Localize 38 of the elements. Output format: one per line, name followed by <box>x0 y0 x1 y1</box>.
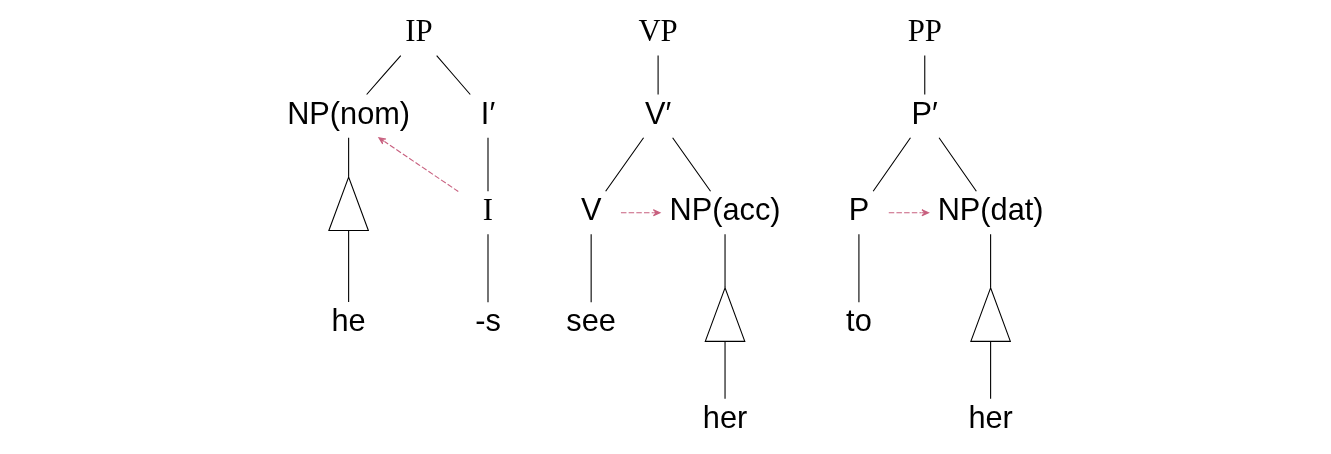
connector <box>924 55 926 96</box>
connector <box>348 230 350 303</box>
arrow <box>888 209 930 217</box>
node-text: he <box>331 303 366 339</box>
node-text: NP(acc) <box>669 192 781 228</box>
node-text: I <box>482 193 494 228</box>
node-text: PP <box>907 14 942 49</box>
node-text: P <box>848 192 870 228</box>
node-text: her <box>968 399 1013 435</box>
arrow <box>378 137 459 193</box>
connector <box>872 137 911 192</box>
node-triangle <box>704 286 746 342</box>
connector <box>605 137 645 192</box>
connector <box>938 137 977 192</box>
connector <box>724 341 726 400</box>
connector <box>436 55 471 96</box>
connector <box>724 233 726 289</box>
node-triangle <box>970 286 1012 342</box>
node-text: P′ <box>911 95 938 131</box>
node-text: VP <box>638 14 678 49</box>
node-text: -s <box>475 303 501 339</box>
node-text: V′ <box>644 95 672 131</box>
node-text: to <box>846 303 872 339</box>
node-triangle <box>328 175 370 232</box>
connector <box>990 233 992 289</box>
node-text: V <box>580 192 602 228</box>
node-text: see <box>566 303 616 339</box>
node-text: I′ <box>480 95 496 131</box>
connector <box>590 233 592 303</box>
node-text: IP <box>405 14 433 49</box>
connector <box>348 137 350 178</box>
arrow <box>620 209 661 217</box>
connector <box>672 137 712 192</box>
connector <box>990 341 992 400</box>
connector <box>366 55 402 96</box>
node-text: her <box>702 399 748 435</box>
node-text: NP(nom) <box>287 95 411 131</box>
node-text: NP(dat) <box>937 192 1044 228</box>
